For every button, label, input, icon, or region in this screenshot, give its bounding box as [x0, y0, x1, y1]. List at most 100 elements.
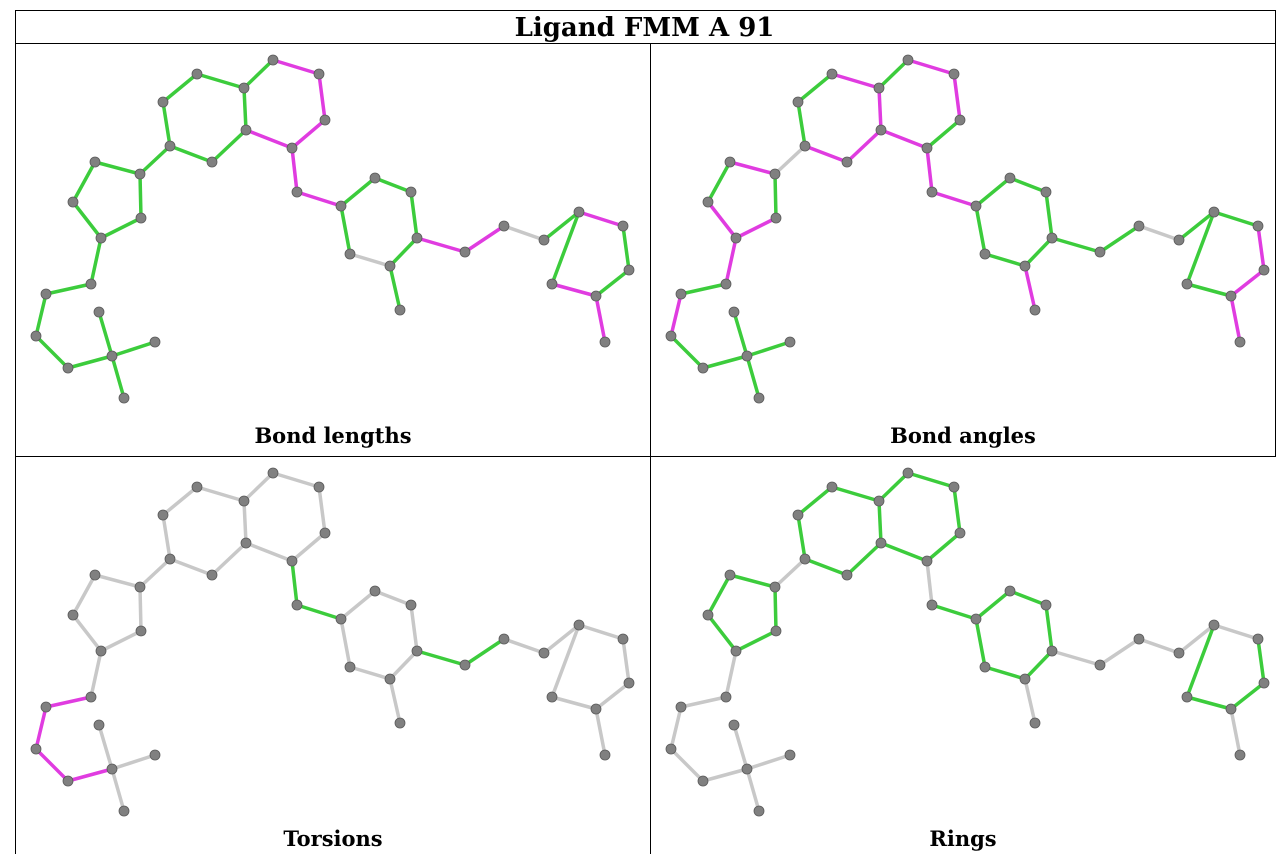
atom [319, 527, 331, 539]
bond [71, 613, 103, 653]
bond [669, 705, 683, 751]
bond [728, 573, 777, 589]
bond [734, 216, 778, 240]
atom [135, 212, 147, 224]
atom [313, 481, 325, 493]
bond [244, 541, 294, 563]
caption-rings: Rings [929, 826, 997, 851]
atom [784, 749, 796, 761]
atom [238, 495, 250, 507]
atom [1004, 172, 1016, 184]
atom [841, 156, 853, 168]
bond [242, 58, 275, 90]
bond [1050, 649, 1102, 667]
atom [1094, 246, 1106, 258]
bond [210, 128, 248, 164]
atom [799, 140, 811, 152]
bond [161, 100, 172, 148]
bond [1008, 589, 1048, 607]
bond [906, 58, 956, 76]
bond [745, 753, 792, 771]
atom [498, 633, 510, 645]
bond [110, 354, 126, 400]
bond [388, 264, 402, 312]
atom [769, 168, 781, 180]
atom [590, 703, 602, 715]
bond [34, 747, 70, 783]
atom [1046, 232, 1058, 244]
atom [841, 569, 853, 581]
bond [845, 541, 883, 577]
bond [925, 118, 962, 150]
atom [623, 677, 635, 689]
atom [546, 691, 558, 703]
atom [902, 467, 914, 479]
bond [110, 767, 126, 813]
bond [242, 86, 248, 132]
bond [271, 58, 321, 76]
bond [803, 557, 849, 577]
bond [110, 753, 157, 771]
atom [728, 719, 740, 731]
bond [1023, 649, 1054, 681]
atom [979, 661, 991, 673]
bond [796, 485, 834, 517]
atom [741, 763, 753, 775]
atom [1004, 585, 1016, 597]
bond [271, 471, 321, 489]
bond [317, 72, 327, 122]
bond [71, 573, 97, 617]
bond [925, 559, 934, 607]
atom [1019, 673, 1031, 685]
panel-torsions: Torsions [16, 457, 650, 854]
atom [902, 54, 914, 66]
bond [97, 310, 114, 358]
bond [242, 471, 275, 503]
bond [773, 557, 807, 589]
table-border-top [15, 10, 1276, 11]
atom [93, 719, 105, 731]
atom [792, 509, 804, 521]
bond [773, 144, 807, 176]
bond [195, 485, 246, 503]
atom [206, 156, 218, 168]
bond [502, 637, 546, 655]
bond [983, 665, 1027, 681]
bond [388, 649, 419, 681]
atom [1181, 691, 1193, 703]
bond [1023, 236, 1054, 268]
bond [348, 252, 392, 268]
bond [577, 623, 625, 641]
atom [240, 124, 252, 136]
atom [149, 749, 161, 761]
atom [30, 743, 42, 755]
bond [669, 334, 705, 370]
atom [118, 392, 130, 404]
atom [769, 581, 781, 593]
bond [974, 617, 987, 669]
bond [594, 268, 631, 298]
bond [594, 681, 631, 711]
atom [411, 232, 423, 244]
bond [706, 160, 732, 204]
bond [339, 617, 352, 669]
bond [1212, 623, 1260, 641]
atom [826, 481, 838, 493]
atom [286, 555, 298, 567]
bond [44, 695, 93, 709]
atom [267, 467, 279, 479]
bond [773, 585, 778, 633]
bond [71, 160, 97, 204]
molecule-bond-lengths [30, 54, 635, 404]
figure-title: Ligand FMM A 91 [514, 13, 775, 43]
bond [577, 210, 625, 228]
atom [1133, 633, 1145, 645]
atom [948, 481, 960, 493]
bond [1229, 707, 1242, 757]
atom [164, 553, 176, 565]
table-border-title [15, 43, 1276, 44]
atom [770, 625, 782, 637]
bond [728, 160, 777, 176]
atom [1019, 260, 1031, 272]
caption-bond-lengths: Bond lengths [254, 423, 412, 448]
